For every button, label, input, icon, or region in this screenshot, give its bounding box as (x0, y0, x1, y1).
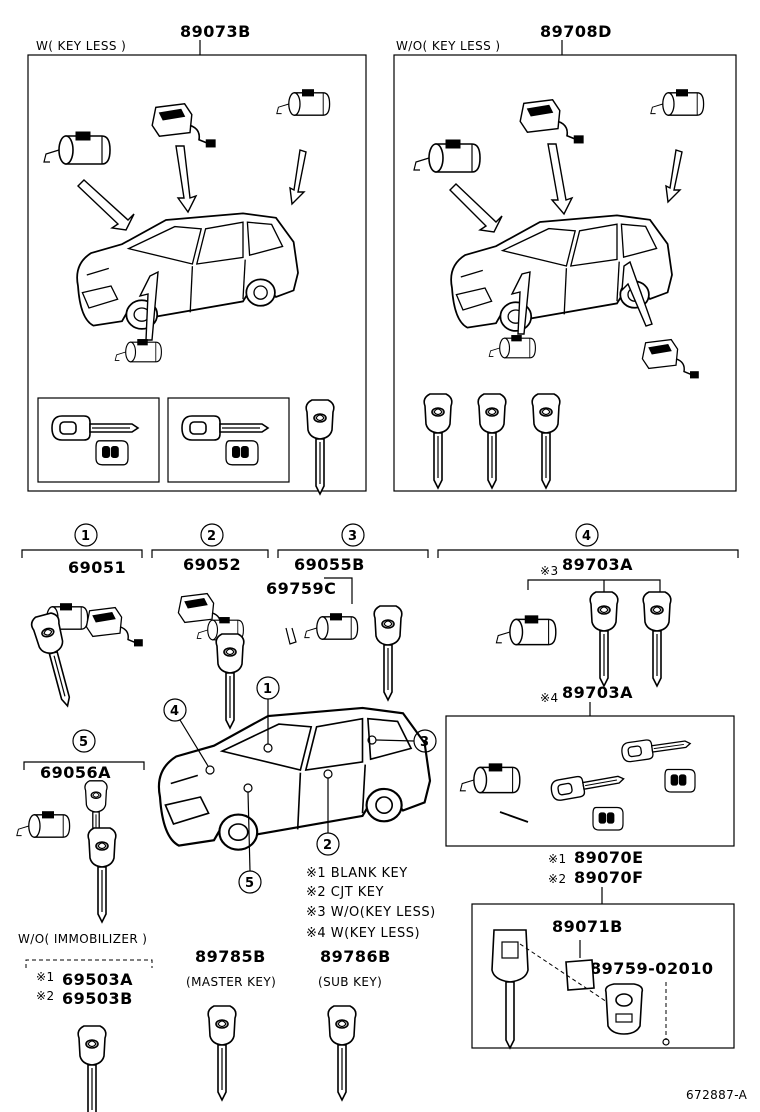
group-4-note-b: ※4 (540, 691, 559, 705)
callout-3: 3 (420, 735, 429, 750)
key-set-mark-1: ※1 (548, 852, 567, 866)
note-3: ※3 W/O(KEY LESS) (306, 905, 436, 920)
group-5-number: 5 (79, 735, 88, 750)
keyless-set-frame (445, 715, 735, 847)
center-car: 1 4 3 2 5 (157, 676, 437, 894)
group-2-part-no: 69052 (183, 555, 241, 574)
key-set-mark-2: ※2 (548, 872, 567, 886)
door-lock-cylinder (43, 131, 111, 165)
lock-actuator (519, 98, 585, 144)
group-4-number: 4 (582, 529, 591, 544)
group-4-note-a: ※3 (540, 564, 559, 578)
key-set: ※1 89070E ※2 89070F 89071B 89759-02010 (471, 848, 735, 1050)
group-3: 3 69055B 69759C (266, 523, 429, 701)
immobilizer-mark-2: ※2 (36, 989, 55, 1003)
callout-4: 4 (170, 704, 179, 719)
immobilizer-key-icon (77, 1025, 107, 1112)
master-key-part-no: 89785B (195, 947, 266, 966)
notes: ※1 BLANK KEY ※2 CJT KEY ※3 W/O(KEY LESS)… (306, 866, 436, 941)
blank-key-set-frame (37, 397, 160, 483)
kit-keyless: 89073B W( KEY LESS ) (27, 22, 367, 495)
key-set-screw-part: 89759-02010 (590, 959, 713, 978)
group-1: 1 69051 (21, 523, 144, 711)
immobilizer-mark-1: ※1 (36, 970, 55, 984)
key-icon (423, 393, 453, 489)
kit-keyless-frame (27, 54, 367, 492)
kit-keyless-label: W( KEY LESS ) (36, 39, 126, 53)
kit-no-keyless: 89708D W/O( KEY LESS ) (393, 22, 737, 492)
kit-no-keyless-part-no: 89708D (540, 22, 612, 41)
sub-key: 89786B (SUB KEY) (318, 947, 391, 1101)
group-1-number: 1 (81, 529, 90, 544)
transponder-chip (565, 959, 595, 991)
blank-key-icon (51, 415, 139, 441)
callout-5: 5 (245, 876, 254, 891)
note-2: ※2 CJT KEY (306, 885, 384, 900)
ignition-cylinder (114, 338, 162, 363)
key-set-part-1: 89070E (574, 848, 644, 867)
key-icon (531, 393, 561, 489)
master-key-icon (305, 399, 335, 495)
screw-icon (662, 1038, 670, 1046)
group-3-number: 3 (348, 529, 357, 544)
remote-fob-icon (225, 440, 259, 466)
master-key-icon (207, 1005, 237, 1101)
immobilizer-label: W/O( IMMOBILIZER ) (18, 932, 147, 946)
back-door-lock (650, 88, 705, 116)
key-set-frame (471, 903, 735, 1049)
kit-keyless-part-no: 89073B (180, 22, 251, 41)
group-3-sub-part-no: 69759C (266, 579, 336, 598)
cjt-key-set-frame (167, 397, 290, 483)
immobilizer-part-2: 69503B (62, 989, 133, 1008)
key-set-part-2: 89070F (574, 868, 644, 887)
group-4-part-no: 89703A (562, 555, 633, 574)
group-4-part-no-b: 89703A (562, 683, 633, 702)
sub-key-part-no: 89786B (320, 947, 391, 966)
drawing-number: 672887-A (686, 1088, 748, 1102)
note-1: ※1 BLANK KEY (306, 866, 408, 881)
master-key-label: (MASTER KEY) (186, 975, 276, 989)
key-icon (477, 393, 507, 489)
callout-2: 2 (323, 838, 332, 853)
group-5-part-no: 69056A (40, 763, 111, 782)
kit-no-keyless-frame (393, 54, 737, 492)
car-illustration (76, 212, 299, 330)
group-2-number: 2 (207, 529, 216, 544)
key-set-inner-part: 89071B (552, 917, 623, 936)
immobilizer-part-1: 69503A (62, 970, 133, 989)
group-5: 5 69056A (16, 729, 145, 923)
sub-key-label: (SUB KEY) (318, 975, 382, 989)
group-3-part-no: 69055B (294, 555, 365, 574)
glove-box-lock (641, 338, 700, 379)
ignition-cylinder (488, 334, 536, 359)
note-4: ※4 W(KEY LESS) (306, 926, 420, 941)
group-4: 4 ※3 89703A ※4 89703A (437, 523, 739, 847)
key-with-chip-icon (491, 929, 529, 1050)
group-2: 2 69052 (151, 523, 269, 729)
sub-key-icon (327, 1005, 357, 1101)
back-door-lock (276, 88, 331, 116)
cjt-key-icon (181, 415, 269, 441)
door-lock-cylinder (413, 139, 481, 173)
remote-fob-icon (95, 440, 129, 466)
lock-actuator (151, 102, 217, 148)
kit-no-keyless-label: W/O( KEY LESS ) (396, 39, 500, 53)
car-illustration (450, 214, 673, 332)
callout-1: 1 (263, 682, 272, 697)
immobilizer: W/O( IMMOBILIZER ) ※1 69503A ※2 69503B (18, 932, 153, 1112)
remote-case-icon (604, 983, 644, 1035)
group-1-part-no: 69051 (68, 558, 126, 577)
master-key: 89785B (MASTER KEY) (186, 947, 276, 1101)
